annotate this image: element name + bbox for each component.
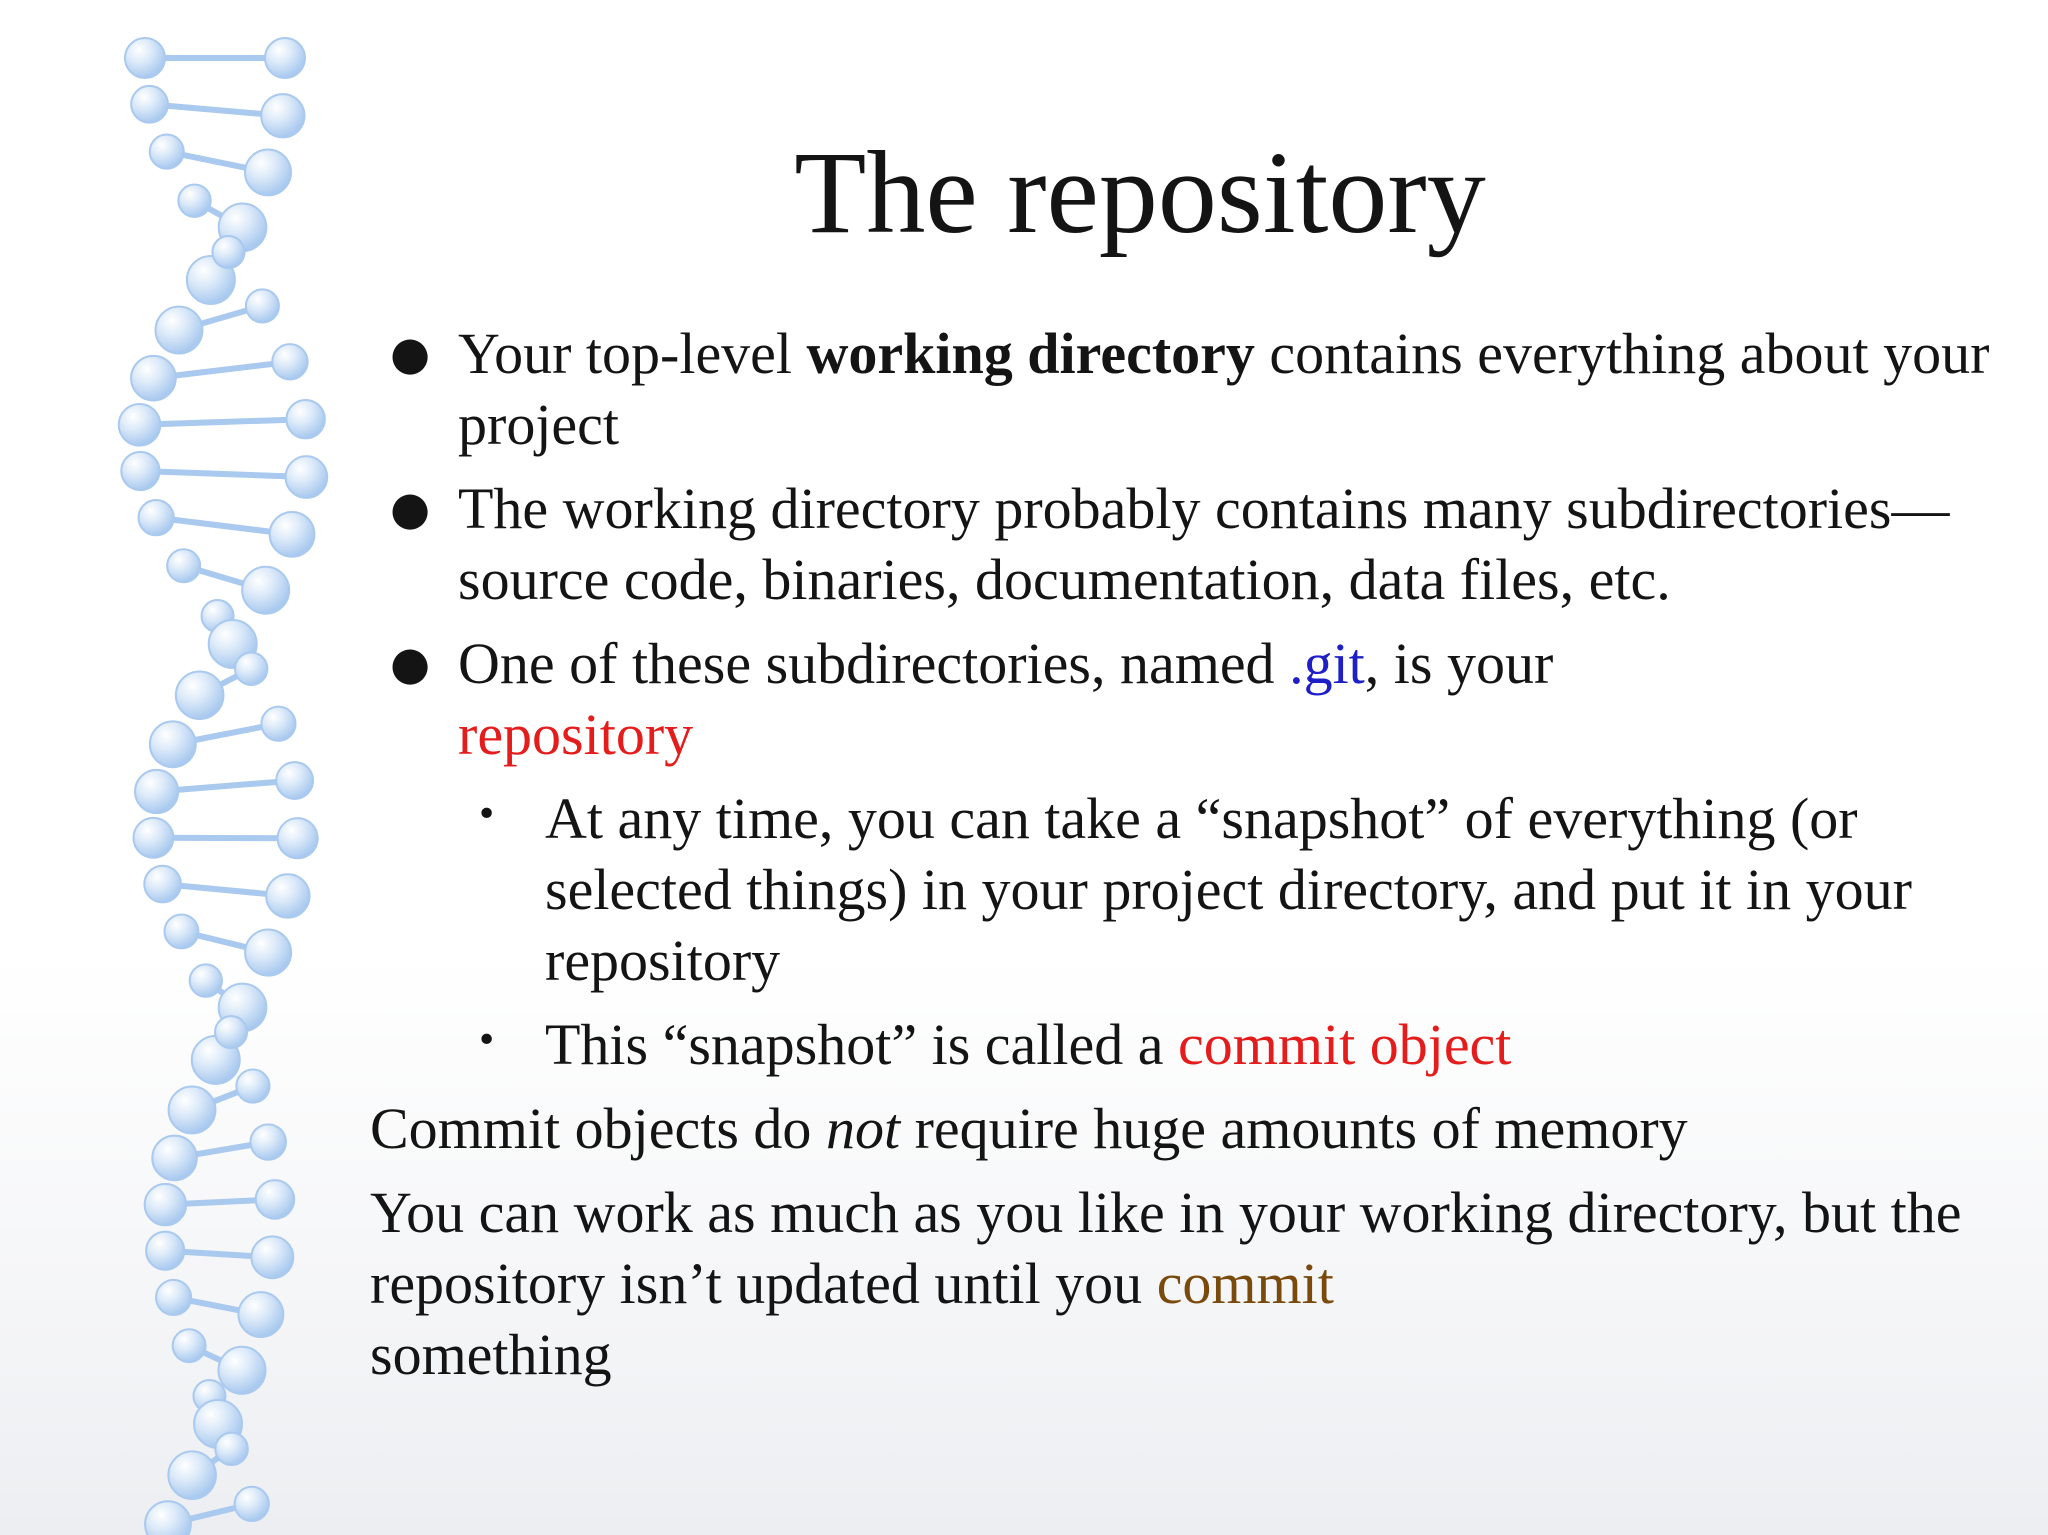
dna-node [249,1123,287,1161]
dna-node [268,510,316,558]
dna-rung [153,777,298,795]
sub-bullet-text: At any time, you can take a “snapshot” o… [545,786,1912,993]
dna-node [244,288,280,324]
bullet-bold-text: working directory [806,321,1255,386]
bullet-item: ● Your top-level working directory conta… [370,318,2030,460]
paragraph-text: something [370,1322,612,1387]
dna-node [276,817,319,860]
commit-object-term: commit object [1178,1012,1512,1077]
dna-node [214,1015,249,1050]
dna-node [163,913,200,950]
dna-node [167,1085,217,1135]
bullet-text: One of these subdirectories, named [458,631,1290,696]
bullet-icon: ● [390,481,431,535]
dna-node [145,1230,186,1271]
dna-node [177,183,212,218]
dna-node [264,37,306,79]
dna-node [130,84,169,124]
dna-node [217,1345,267,1395]
bullet-text: contains everything about your project [458,321,1990,457]
dna-node [151,1134,198,1182]
dna-helix-decoration [117,37,329,1535]
commit-term: commit [1156,1251,1334,1316]
dna-node [250,1235,295,1280]
dna-node [260,93,306,139]
dna-node [265,873,311,919]
bullet-text: Your top-level [458,321,807,386]
dna-node [132,816,175,859]
sub-bullet-item: • At any time, you can take a “snapshot”… [370,783,2030,996]
bullet-item: ● One of these subdirectories, named .gi… [370,628,2030,770]
dna-node [166,548,202,584]
dna-node [285,398,326,440]
paragraph-italic-text: not [825,1096,901,1161]
sub-bullet-item: • This “snapshot” is called a commit obj… [370,1009,2030,1080]
dna-node [117,403,162,447]
dna-node [244,148,292,197]
dna-node [148,133,185,170]
dna-node [171,1328,207,1364]
dna-node [130,354,177,402]
paragraph: You can work as much as you like in your… [370,1177,2030,1390]
dna-node [167,1450,217,1500]
paragraph: Commit objects do not require huge amoun… [370,1093,2030,1164]
slide-title: The repository [794,127,1486,258]
dna-node [234,651,269,686]
git-dir-name: .git [1289,631,1365,696]
dna-node [241,565,291,615]
dna-node [271,343,309,381]
bullet-icon: ● [390,636,431,690]
dna-node [233,1485,270,1523]
paragraph-text: You can work as much as you like in your… [370,1180,1962,1316]
small-bullet-icon: • [476,794,498,835]
dna-node [143,864,182,904]
dna-node [154,305,204,355]
dna-rung [136,416,309,428]
dna-node [120,450,161,492]
dna-node [134,768,180,815]
dna-node [144,1500,192,1535]
dna-node [137,499,175,537]
sub-bullet-text: This “snapshot” is called a [545,1012,1178,1077]
dna-node [275,761,315,800]
dna-node [148,720,197,769]
dna-node [188,963,223,998]
slide-body: ● Your top-level working directory conta… [370,318,2030,1403]
dna-node [260,705,297,742]
bullet-text: The working directory probably contains … [458,476,1950,612]
dna-node [155,1278,193,1317]
bullet-item: ● The working directory probably contain… [370,473,2030,615]
paragraph-text: require huge amounts of memory [900,1096,1688,1161]
paragraph-text: Commit objects do [370,1096,826,1161]
dna-node [244,928,293,977]
dna-node [284,455,329,499]
dna-node [124,37,166,79]
dna-node [211,235,246,270]
dna-node [214,1431,249,1467]
bullet-text: , is your [1364,631,1554,696]
dna-node [235,1068,271,1104]
dna-node [143,1182,188,1227]
dna-rung [137,467,310,481]
small-bullet-icon: • [476,1020,498,1061]
repository-term: repository [458,702,694,767]
bullet-icon: ● [390,326,431,380]
dna-node [237,1291,285,1338]
dna-node [174,670,225,721]
dna-node [254,1179,296,1220]
